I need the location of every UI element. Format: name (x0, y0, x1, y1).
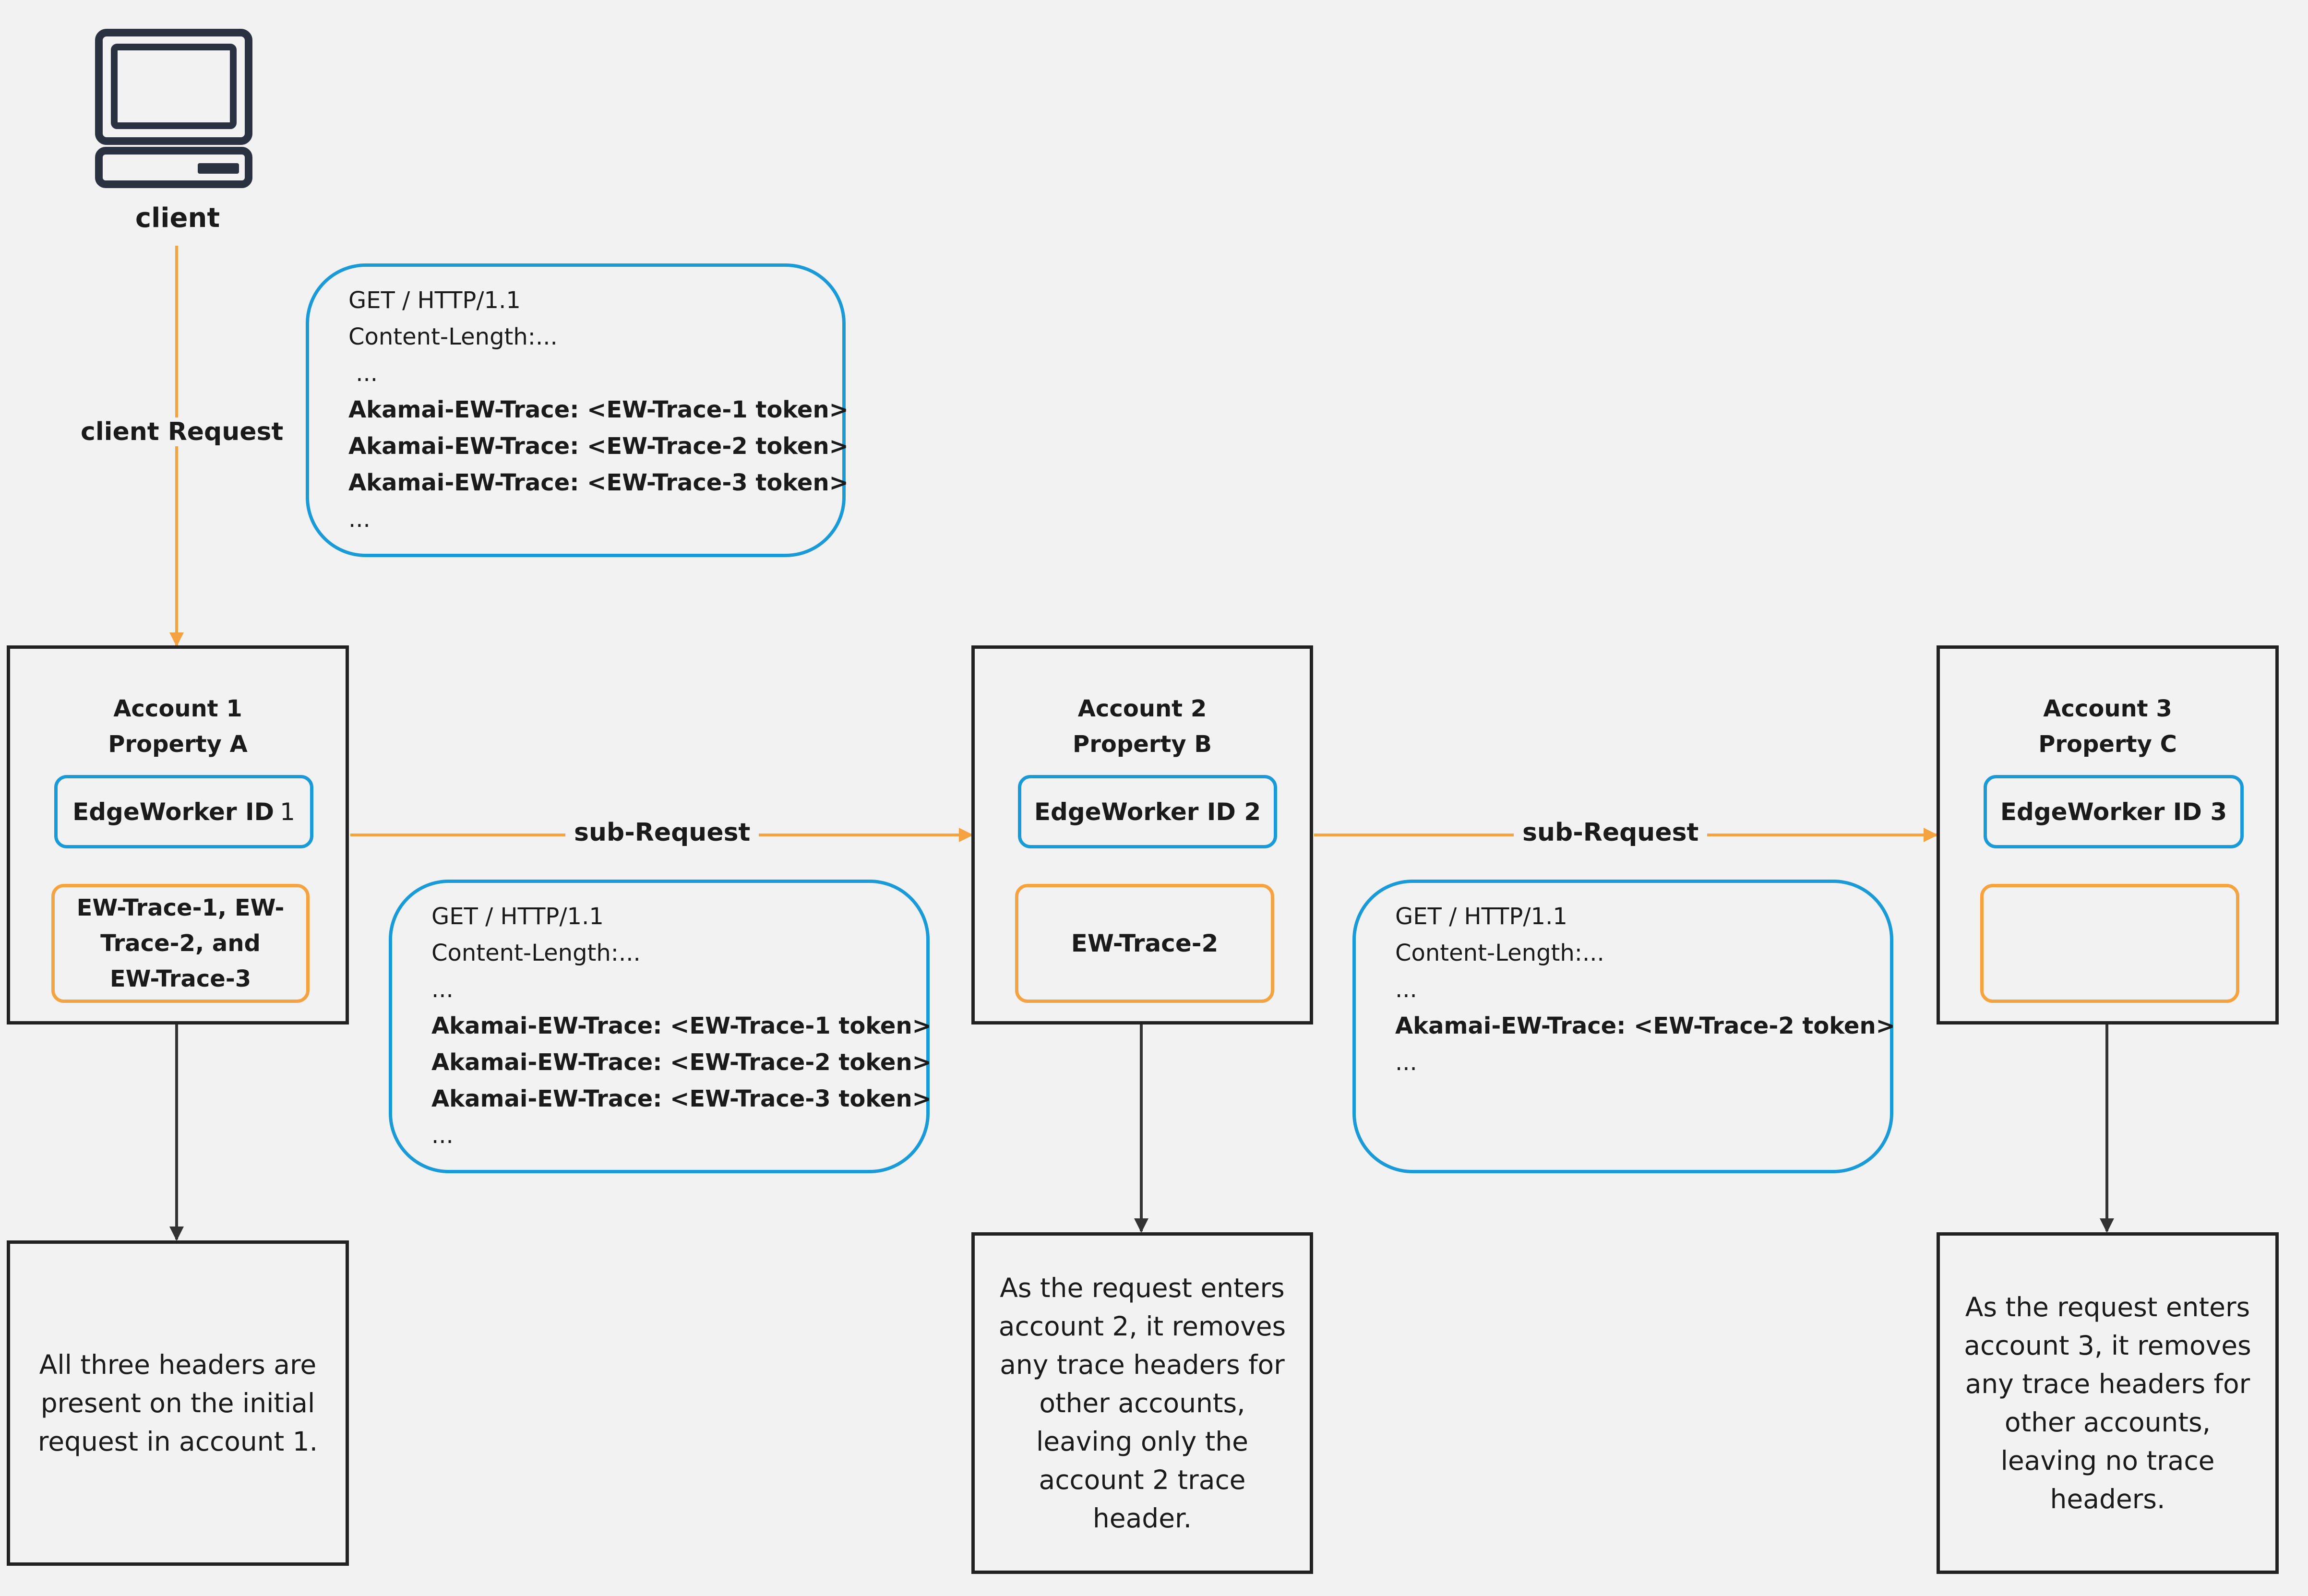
account-3-box: Account 3 Property C EdgeWorker ID 3 (1937, 645, 2279, 1024)
sub-request-label-2: sub-Request (1514, 818, 1708, 847)
header-line: Akamai-EW-Trace: <EW-Trace-3 token> (348, 469, 849, 496)
header-line: Content-Length:... (1395, 940, 1604, 966)
account-1-property: Property A (108, 731, 248, 758)
sub-request-label-1: sub-Request (565, 818, 759, 847)
header-line: ... (431, 1122, 454, 1149)
account-3-note-text: As the request enters account 3, it remo… (1964, 1292, 2251, 1514)
client: client (91, 29, 264, 250)
header-line: Akamai-EW-Trace: <EW-Trace-1 token> (348, 396, 849, 423)
account-1-note: All three headers are present on the ini… (7, 1240, 349, 1566)
account-3-name: Account 3 (2043, 695, 2172, 722)
trace-box-3 (1980, 884, 2239, 1003)
account-2-title: Account 2 Property B (975, 691, 1310, 762)
edgeworker-id-2-label: EdgeWorker ID 2 (1034, 798, 1261, 826)
edgeworker-id-1-number: 1 (280, 798, 295, 826)
account-1-title: Account 1 Property A (10, 691, 346, 762)
trace-box-1-text: EW-Trace-1, EW-Trace-2, and EW-Trace-3 (76, 894, 285, 992)
edgeworker-id-3: EdgeWorker ID 3 (1984, 775, 2244, 848)
header-line: Content-Length:... (431, 940, 641, 966)
edgeworker-id-1-label: EdgeWorker ID (72, 798, 275, 826)
header-line: Akamai-EW-Trace: <EW-Trace-2 token> (431, 1049, 932, 1076)
header-line: ... (348, 506, 371, 533)
account-3-note: As the request enters account 3, it remo… (1937, 1232, 2279, 1574)
header-line: Content-Length:... (348, 323, 558, 350)
edgeworker-id-3-label: EdgeWorker ID 3 (2000, 798, 2227, 826)
trace-box-2-text: EW-Trace-2 (1071, 929, 1219, 957)
desktop-computer-icon (95, 29, 252, 188)
account-3-title: Account 3 Property C (1940, 691, 2275, 762)
client-label: client (135, 202, 220, 234)
account-2-note: As the request enters account 2, it remo… (971, 1232, 1313, 1574)
edgeworker-id-2: EdgeWorker ID 2 (1018, 775, 1277, 848)
account-1-name: Account 1 (113, 695, 242, 722)
header-line: Akamai-EW-Trace: <EW-Trace-2 token> (1395, 1012, 1895, 1039)
account-2-note-text: As the request enters account 2, it remo… (998, 1273, 1286, 1534)
header-line: GET / HTTP/1.1 (348, 287, 521, 314)
account-2-property: Property B (1073, 731, 1212, 758)
account-2-name: Account 2 (1077, 695, 1207, 722)
header-line: ... (1395, 976, 1417, 1003)
account-2-box: Account 2 Property B EdgeWorker ID 2 EW-… (971, 645, 1313, 1024)
trace-box-2: EW-Trace-2 (1015, 884, 1274, 1003)
header-line: Akamai-EW-Trace: <EW-Trace-1 token> (431, 1012, 932, 1039)
trace-box-1: EW-Trace-1, EW-Trace-2, and EW-Trace-3 (51, 884, 310, 1003)
header-line: Akamai-EW-Trace: <EW-Trace-2 token> (348, 433, 849, 460)
header-line: GET / HTTP/1.1 (1395, 903, 1567, 930)
header-line: ... (348, 360, 378, 387)
header-line: Akamai-EW-Trace: <EW-Trace-3 token> (431, 1085, 932, 1112)
client-request-label: client Request (81, 417, 284, 446)
account-3-property: Property C (2038, 731, 2177, 758)
header-line: ... (1395, 1049, 1417, 1076)
header-line: ... (431, 976, 454, 1003)
account-1-note-text: All three headers are present on the ini… (37, 1349, 318, 1457)
header-line: GET / HTTP/1.1 (431, 903, 604, 930)
